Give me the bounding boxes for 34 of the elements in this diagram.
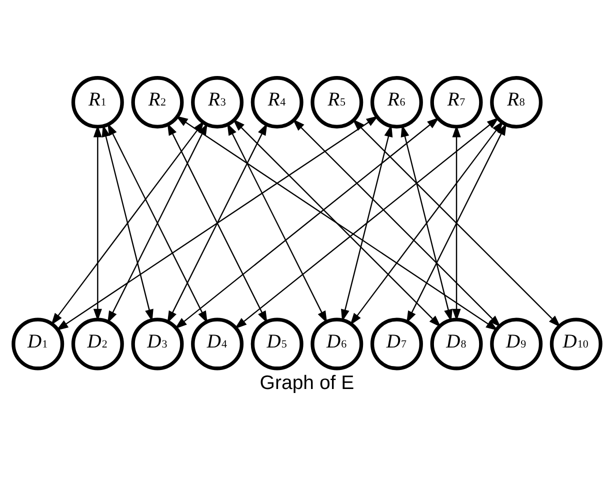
node-circle: D10 bbox=[550, 318, 602, 370]
arrow bbox=[176, 116, 498, 331]
node-circle: D7 bbox=[370, 318, 423, 370]
node-circle: D2 bbox=[71, 318, 124, 370]
node-circle: R2 bbox=[131, 76, 184, 129]
arrow bbox=[227, 123, 328, 324]
node-circle: D3 bbox=[131, 318, 184, 370]
node-circle: D9 bbox=[490, 318, 543, 370]
node-circle: R6 bbox=[370, 76, 423, 129]
arrow bbox=[102, 124, 154, 322]
node-circle: R8 bbox=[490, 76, 543, 129]
node-circle: R3 bbox=[191, 76, 244, 129]
node-circle: D8 bbox=[430, 318, 483, 370]
arrow bbox=[232, 119, 442, 328]
node-circle: D1 bbox=[12, 318, 64, 370]
arrow bbox=[292, 119, 501, 328]
arrow bbox=[406, 123, 507, 324]
node-circle: D5 bbox=[250, 318, 304, 370]
arrow bbox=[400, 124, 452, 322]
arrow bbox=[167, 123, 268, 324]
arrow bbox=[174, 117, 440, 329]
arrow bbox=[234, 117, 500, 329]
arrow bbox=[51, 120, 204, 326]
node-circle: R4 bbox=[250, 76, 304, 129]
arrow bbox=[56, 116, 378, 331]
node-circle: D4 bbox=[191, 318, 244, 370]
node-circle: R7 bbox=[430, 76, 483, 129]
caption: Graph of E bbox=[260, 372, 354, 394]
arrow bbox=[350, 120, 504, 326]
node-circle: R5 bbox=[310, 76, 364, 129]
arrow bbox=[352, 119, 561, 328]
node-circle: D6 bbox=[310, 318, 364, 370]
arrow bbox=[340, 124, 393, 322]
node-circle: R1 bbox=[71, 76, 124, 129]
